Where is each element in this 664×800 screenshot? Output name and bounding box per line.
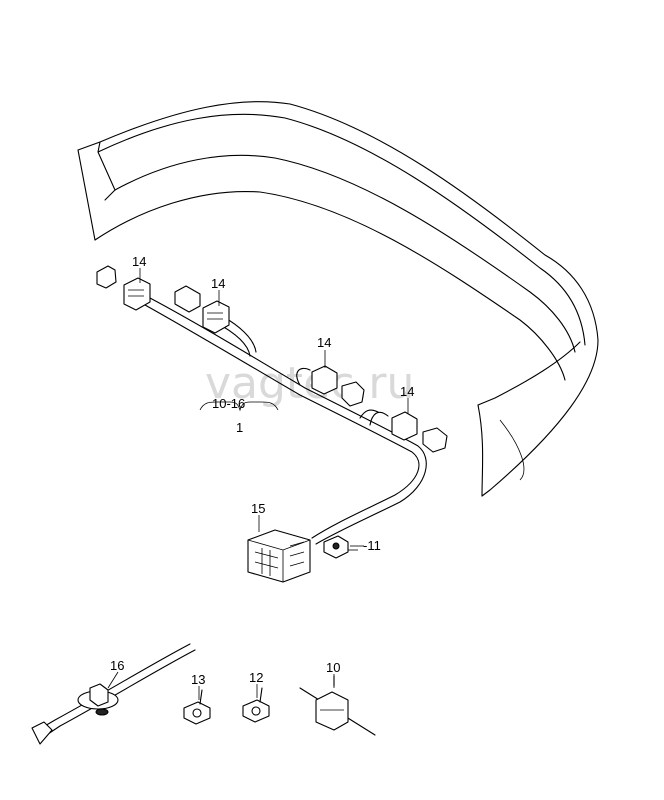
watermark: vagtec.ru — [205, 358, 414, 409]
bolt-12 — [242, 687, 270, 723]
label-holder-10: 10 — [326, 660, 340, 675]
label-connector-a: 14 — [132, 254, 146, 269]
bumper-cover — [77, 101, 599, 497]
label-range: 10-16 — [212, 396, 245, 411]
label-relay-block: 15 — [251, 501, 265, 516]
label-clip: -11 — [363, 538, 381, 553]
connector-14-d — [391, 411, 448, 453]
label-harness: 1 — [236, 420, 243, 435]
part-labels: 14 14 14 14 10-16 1 15 -11 16 13 12 10 — [110, 254, 414, 687]
leader-lines — [107, 268, 409, 700]
label-bolt-13: 13 — [191, 672, 205, 687]
wiring-harness — [144, 297, 427, 545]
label-cable-tie: 16 — [110, 658, 124, 673]
connector-14-a — [96, 265, 151, 311]
clip-11 — [323, 535, 358, 559]
label-connector-c: 14 — [317, 335, 331, 350]
relay-block-15 — [247, 529, 311, 583]
label-bolt-12: 12 — [249, 670, 263, 685]
label-connector-d: 14 — [400, 384, 414, 399]
bolt-13 — [183, 689, 211, 725]
connector-14-b — [174, 285, 230, 334]
connector-14-c — [311, 365, 365, 407]
holder-10 — [299, 675, 376, 736]
cable-tie-16 — [31, 643, 196, 745]
label-connector-b: 14 — [211, 276, 225, 291]
